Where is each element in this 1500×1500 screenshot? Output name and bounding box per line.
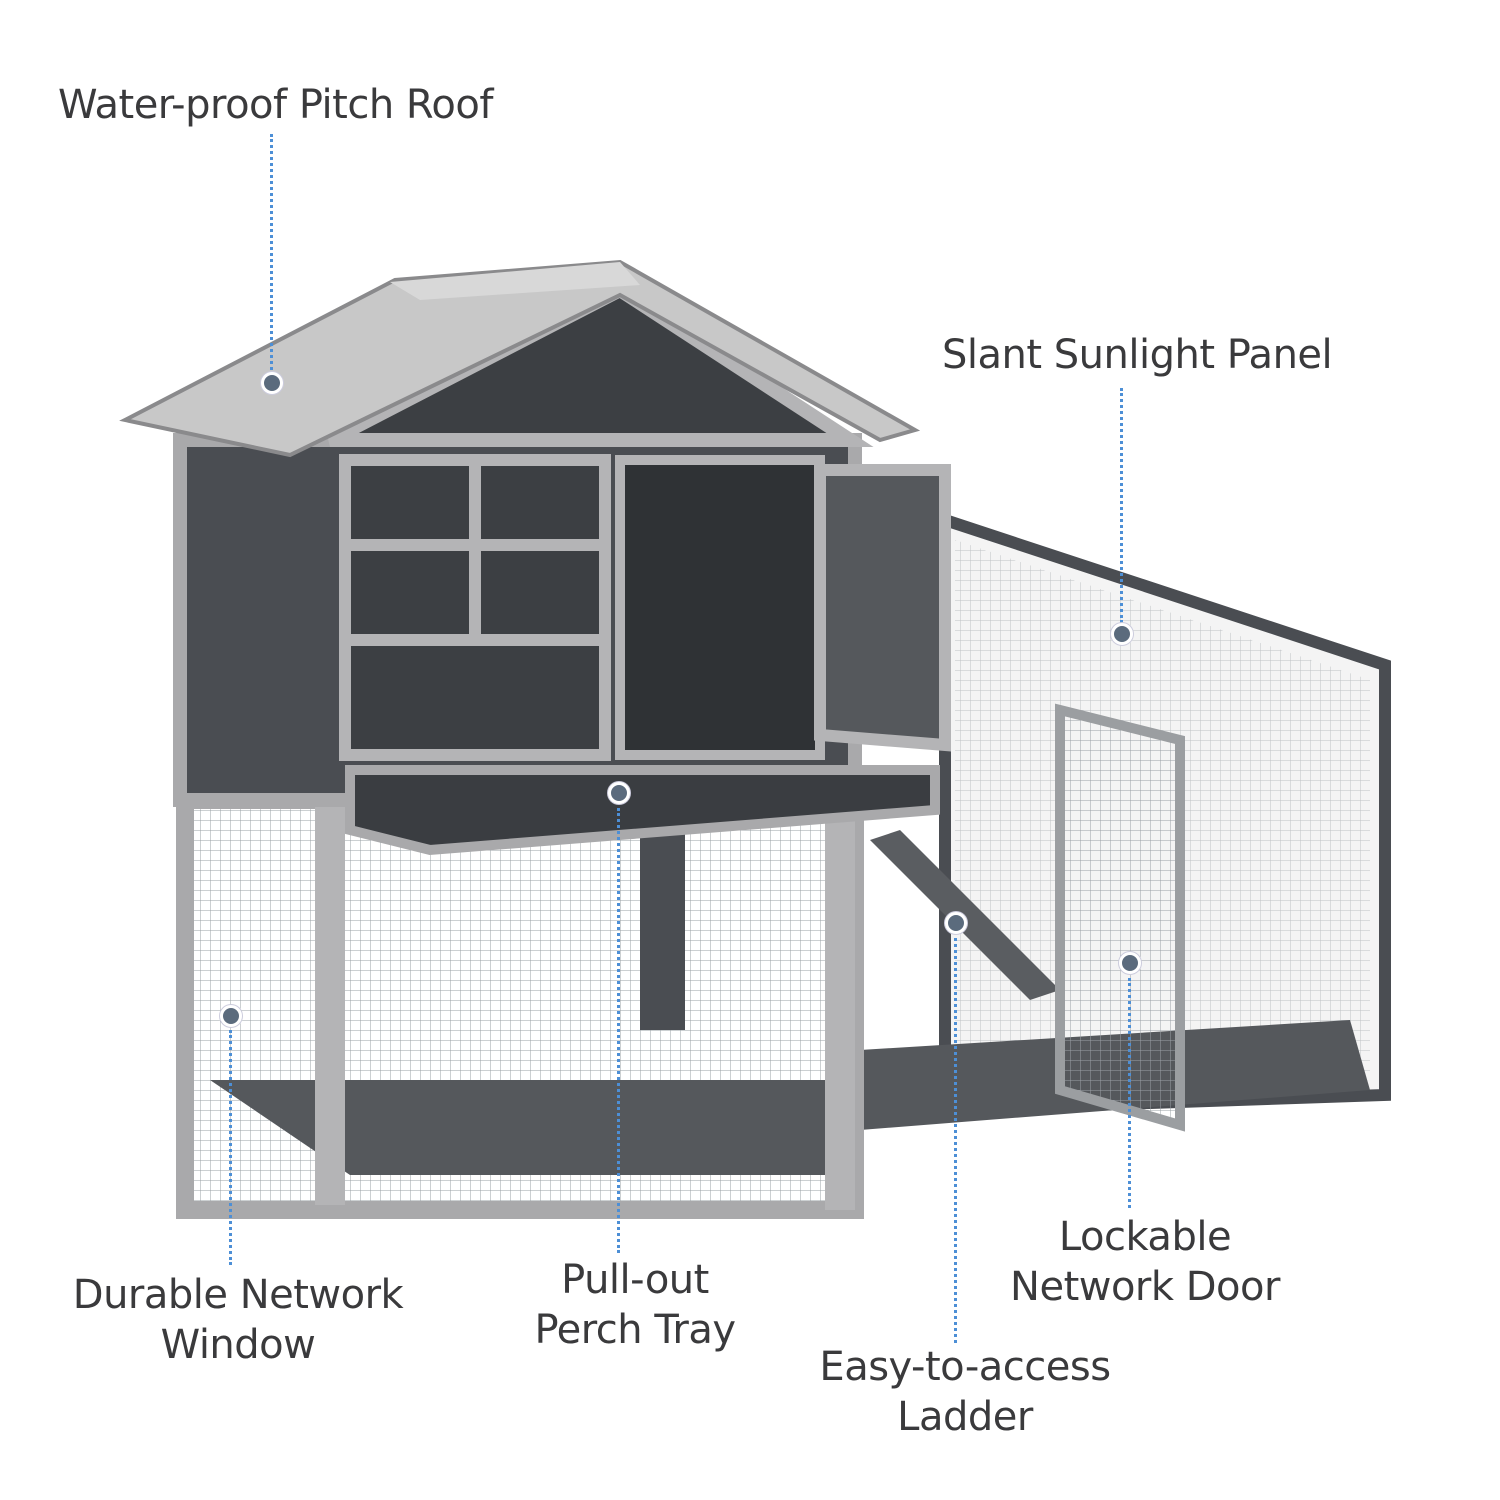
callout-roof-dot: [261, 372, 283, 394]
callout-tray-label: Pull-out Perch Tray: [510, 1255, 760, 1355]
callout-ladder-line2: Ladder: [897, 1394, 1033, 1440]
callout-roof-leader: [270, 134, 273, 370]
callout-ladder-line1: Easy-to-access: [819, 1344, 1111, 1390]
callout-ladder-dot: [945, 912, 967, 934]
callout-sunlight-label: Slant Sunlight Panel: [942, 332, 1333, 378]
callout-ladder-label: Easy-to-access Ladder: [805, 1342, 1125, 1442]
callout-window-line2: Window: [160, 1322, 316, 1368]
callout-window-label: Durable Network Window: [68, 1270, 408, 1370]
callout-window-leader: [229, 1030, 232, 1265]
callout-ladder-leader: [954, 938, 957, 1343]
callout-door-line2: Network Door: [1010, 1264, 1280, 1310]
callout-window-line1: Durable Network: [72, 1272, 404, 1318]
callout-door-line1: Lockable: [1058, 1214, 1232, 1260]
callout-tray-dot: [608, 782, 630, 804]
callout-roof-label: Water-proof Pitch Roof: [58, 82, 493, 128]
callout-tray-leader: [617, 808, 620, 1253]
callout-door-leader: [1128, 978, 1131, 1208]
callout-sunlight-leader: [1120, 388, 1123, 623]
callout-sunlight-dot: [1111, 623, 1133, 645]
callout-window-dot: [220, 1005, 242, 1027]
callout-door-label: Lockable Network Door: [1000, 1212, 1290, 1312]
callout-door-dot: [1119, 952, 1141, 974]
callout-tray-line1: Pull-out: [561, 1257, 709, 1303]
callout-tray-line2: Perch Tray: [534, 1307, 736, 1353]
